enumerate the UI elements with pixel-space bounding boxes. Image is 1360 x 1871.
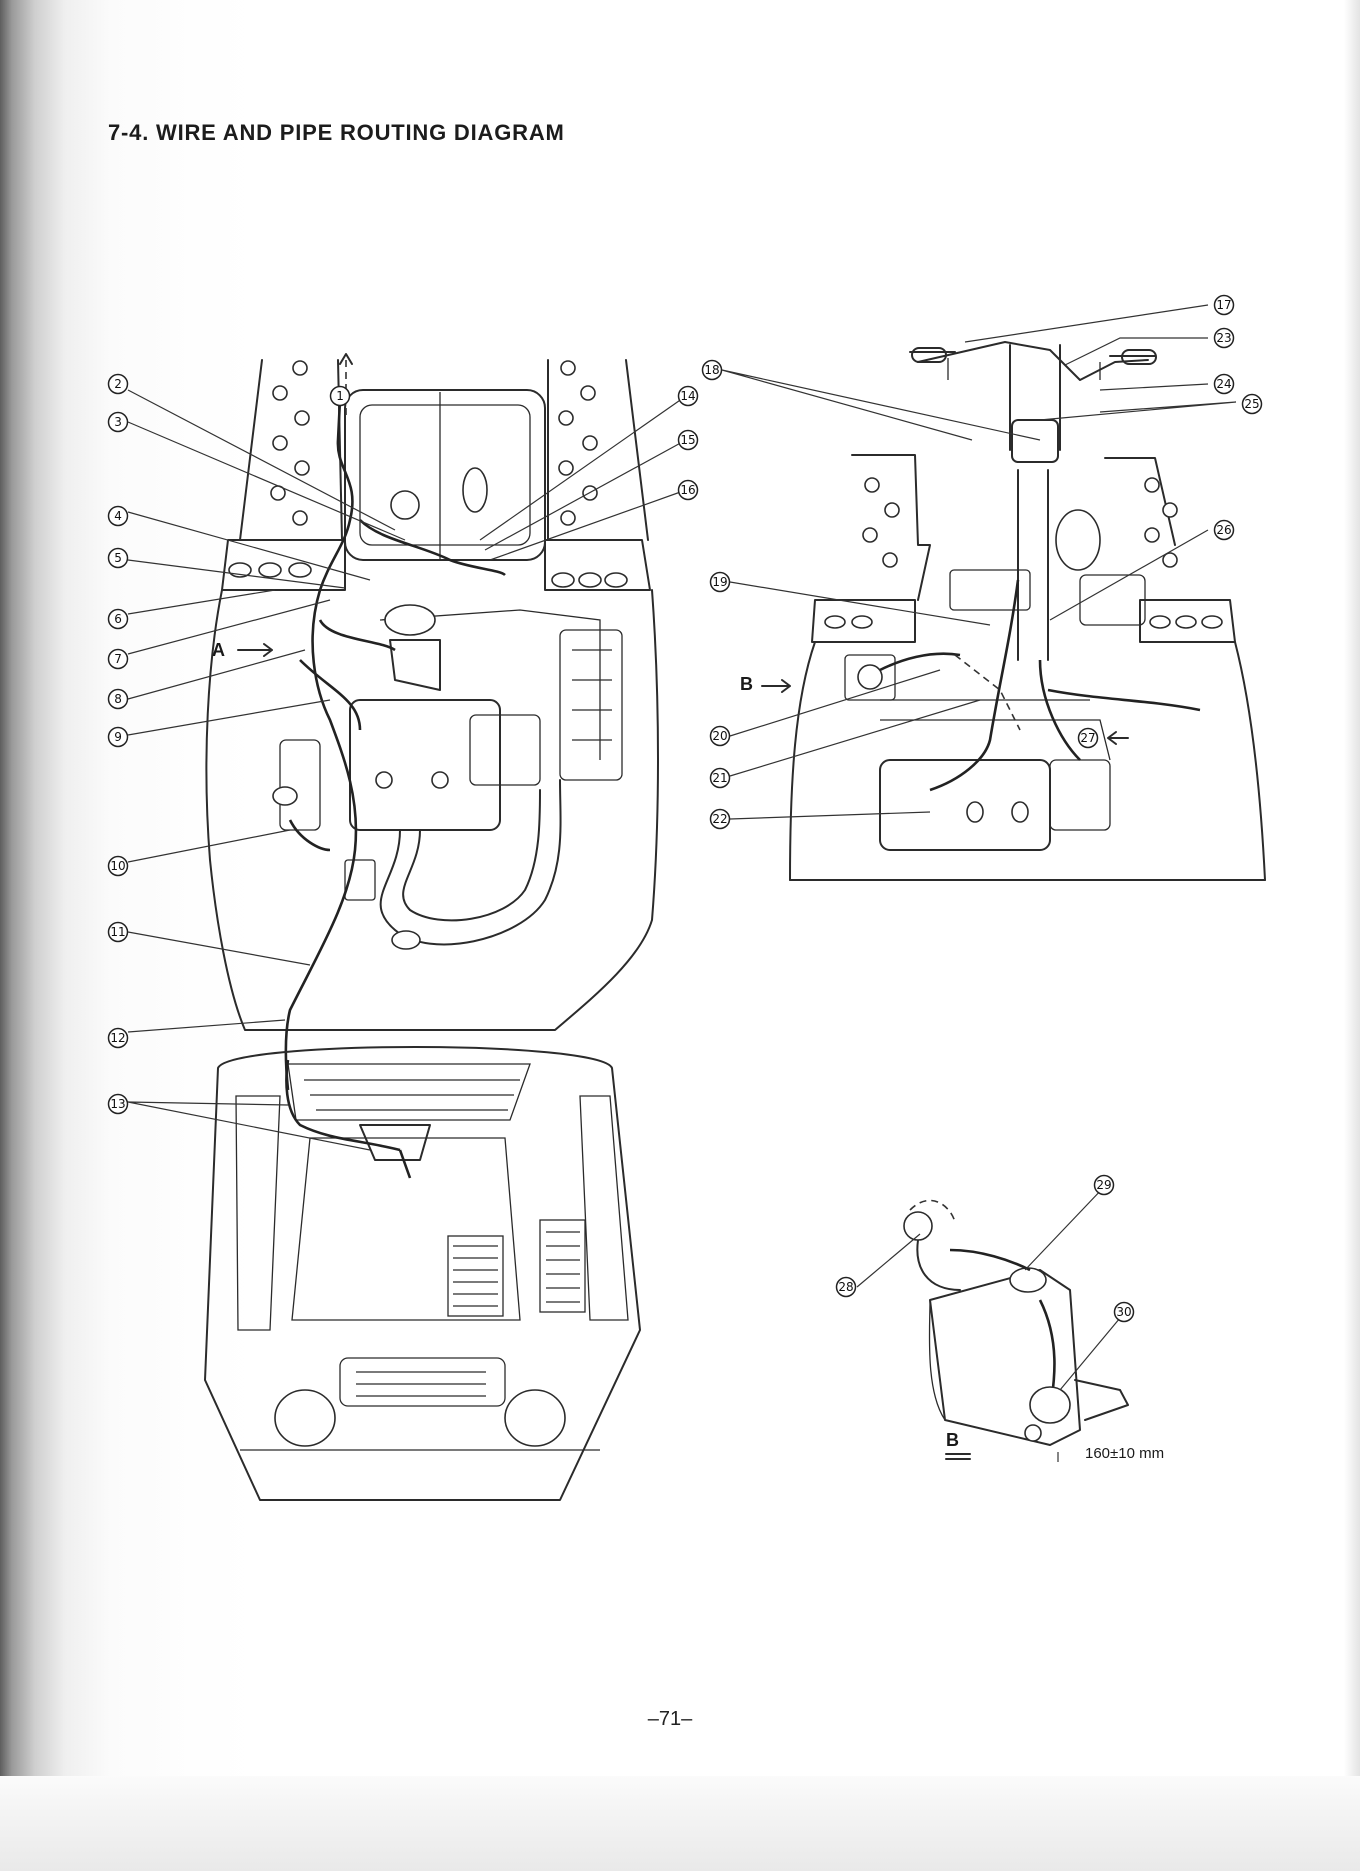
left-view-hood xyxy=(204,1046,641,1501)
rail-holes-left xyxy=(270,360,310,526)
callout-7: 7 xyxy=(107,648,129,670)
callout-23: 23 xyxy=(1213,327,1235,349)
callout-5: 5 xyxy=(107,547,129,569)
svg-text:21: 21 xyxy=(712,771,727,785)
callout-11: 11 xyxy=(107,921,129,943)
callout-8: 8 xyxy=(107,688,129,710)
callout-29: 29 xyxy=(1093,1174,1115,1196)
svg-text:25: 25 xyxy=(1244,397,1259,411)
callout-16: 16 xyxy=(677,479,699,501)
svg-text:8: 8 xyxy=(114,692,122,706)
callout-6: 6 xyxy=(107,608,129,630)
svg-text:13: 13 xyxy=(110,1097,125,1111)
svg-text:1: 1 xyxy=(336,389,344,403)
svg-text:4: 4 xyxy=(114,509,122,523)
svg-text:28: 28 xyxy=(838,1280,853,1294)
plate-holes-right xyxy=(551,572,628,588)
callout-17: 17 xyxy=(1213,294,1235,316)
callout-9: 9 xyxy=(107,726,129,748)
dimension-label: 160±10 mm xyxy=(1085,1445,1164,1462)
svg-text:24: 24 xyxy=(1216,377,1231,391)
callout-15: 15 xyxy=(677,429,699,451)
svg-text:3: 3 xyxy=(114,415,122,429)
svg-text:27: 27 xyxy=(1080,731,1095,745)
view-label-a: A xyxy=(212,640,225,660)
svg-text:9: 9 xyxy=(114,730,122,744)
callout-12: 12 xyxy=(107,1027,129,1049)
callout-3: 3 xyxy=(107,411,129,433)
callout-2: 2 xyxy=(107,373,129,395)
callout-26: 26 xyxy=(1213,519,1235,541)
callout-18: 18 xyxy=(701,359,723,381)
svg-text:15: 15 xyxy=(680,433,695,447)
view-label-b: B xyxy=(740,674,753,694)
svg-text:30: 30 xyxy=(1116,1305,1131,1319)
right-view-steering: B xyxy=(740,341,1266,881)
svg-text:6: 6 xyxy=(114,612,122,626)
svg-text:14: 14 xyxy=(680,389,695,403)
callout-1: 1 xyxy=(329,385,351,407)
right-rail-holes-right xyxy=(1144,477,1178,568)
detail-label-b: B xyxy=(946,1430,959,1450)
callout-4: 4 xyxy=(107,505,129,527)
svg-text:12: 12 xyxy=(110,1031,125,1045)
callout-22: 22 xyxy=(709,808,731,830)
svg-text:19: 19 xyxy=(712,575,727,589)
detail-b-oil-tank: 160±10 mm B xyxy=(903,1199,1164,1462)
svg-text:20: 20 xyxy=(712,729,727,743)
callout-30: 30 xyxy=(1113,1301,1135,1323)
callout-27: 27 xyxy=(1077,727,1099,749)
svg-text:23: 23 xyxy=(1216,331,1231,345)
page-number: –71– xyxy=(647,1708,693,1730)
callouts: 1 2 3 4 5 6 7 8 9 10 11 12 13 14 15 16 1… xyxy=(107,294,1263,1323)
svg-text:2: 2 xyxy=(114,377,122,391)
svg-text:16: 16 xyxy=(680,483,695,497)
callout-19: 19 xyxy=(709,571,731,593)
svg-text:11: 11 xyxy=(110,925,125,939)
page-title: 7-4. WIRE AND PIPE ROUTING DIAGRAM xyxy=(108,120,565,145)
svg-text:7: 7 xyxy=(114,652,122,666)
page-right-edge xyxy=(1344,0,1360,1871)
callout-21: 21 xyxy=(709,767,731,789)
svg-text:29: 29 xyxy=(1096,1178,1111,1192)
leader-lines xyxy=(127,304,1237,1391)
callout-10: 10 xyxy=(107,855,129,877)
svg-text:22: 22 xyxy=(712,812,727,826)
svg-text:10: 10 xyxy=(110,859,125,873)
page-bottom-edge xyxy=(0,1776,1360,1871)
callout-14: 14 xyxy=(677,385,699,407)
callout-28: 28 xyxy=(835,1276,857,1298)
callout-24: 24 xyxy=(1213,373,1235,395)
right-rail-holes-left xyxy=(862,477,900,568)
svg-text:26: 26 xyxy=(1216,523,1231,537)
svg-text:17: 17 xyxy=(1216,298,1231,312)
svg-text:5: 5 xyxy=(114,551,122,565)
rail-holes-right xyxy=(558,360,598,526)
callout-25: 25 xyxy=(1241,393,1263,415)
left-view-vehicle-top: A xyxy=(205,353,659,1091)
callout-20: 20 xyxy=(709,725,731,747)
callout-13: 13 xyxy=(107,1093,129,1115)
svg-text:18: 18 xyxy=(704,363,719,377)
